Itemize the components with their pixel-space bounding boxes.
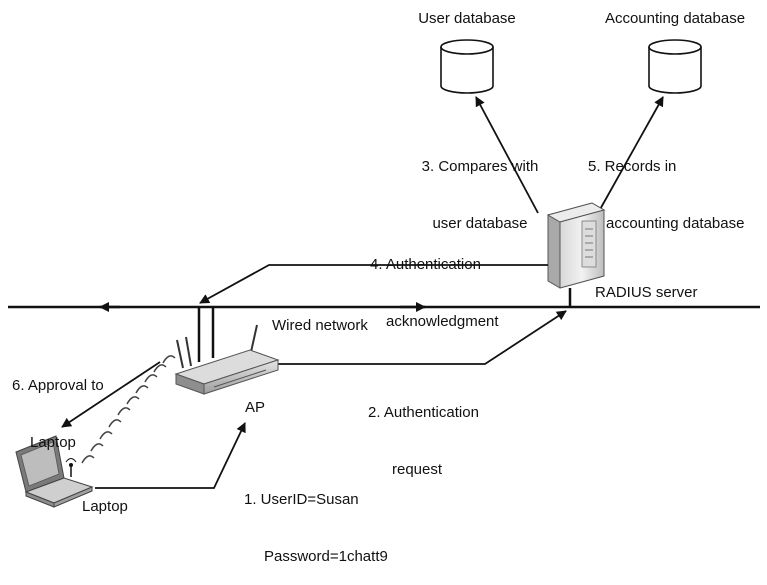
wired-network-label: Wired network: [272, 317, 368, 334]
step2-line2: request: [392, 461, 443, 478]
approval-arrow: [61, 361, 161, 428]
step4-line2: acknowledgment: [386, 313, 499, 330]
record-arrow: [597, 96, 664, 214]
credentials-arrow: [95, 422, 246, 489]
user-database-icon: [440, 39, 494, 94]
accounting-database-icon: [648, 39, 702, 94]
step4-line1: 4. Authentication: [370, 256, 481, 273]
step5-line1: 5. Records in: [588, 158, 677, 175]
step5-label: 5. Records in accounting database: [588, 119, 744, 252]
step4-label: 4. Authentication acknowledgment: [370, 217, 499, 350]
auth-request-arrow: [272, 310, 567, 365]
ap-label: AP: [245, 399, 266, 416]
step3-label: 3. Compares with user database: [404, 119, 556, 252]
access-point-icon: [174, 324, 280, 395]
laptop-label: Laptop: [82, 498, 128, 515]
step1-line1: 1. UserID=Susan: [244, 491, 359, 508]
step3-line2: user database: [432, 215, 528, 232]
accounting-database-label: Accounting database: [604, 10, 746, 27]
step1-label: 1. UserID=Susan Password=1chatt9: [244, 452, 388, 585]
laptop-icon: [15, 435, 94, 508]
step6-label: 6. Approval to Laptop: [12, 338, 104, 471]
ap-network-link: [197, 307, 215, 362]
radius-diagram: [8, 39, 760, 508]
step3-line1: 3. Compares with: [421, 158, 539, 175]
step6-line2: Laptop: [30, 434, 76, 451]
radius-server-label: RADIUS server: [595, 284, 698, 301]
user-database-label: User database: [418, 10, 516, 27]
step5-line2: accounting database: [606, 215, 745, 232]
step6-line1: 6. Approval to: [12, 377, 104, 394]
step2-line1: 2. Authentication: [368, 404, 479, 421]
wireless-signal-icon: [81, 355, 176, 464]
step1-line2: Password=1chatt9: [264, 548, 388, 565]
radius-server-icon: [546, 202, 606, 289]
compare-arrow: [475, 96, 539, 214]
acknowledgment-arrow: [199, 264, 548, 304]
step2-label: 2. Authentication request: [368, 365, 479, 498]
